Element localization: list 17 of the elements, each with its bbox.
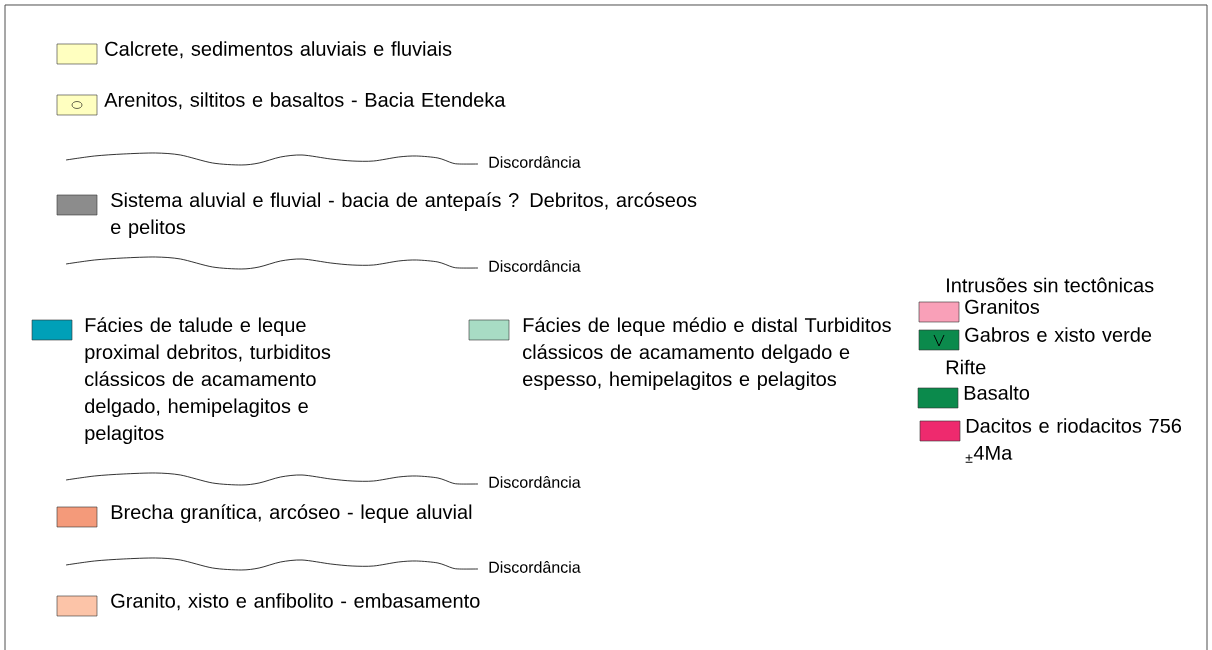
- group-heading: Intrusões sin tectônicas: [947, 277, 1154, 293]
- legend-text: Granito, xisto e anfibolito - embasamento: [111, 593, 480, 611]
- legend-text: Discordância: [489, 476, 581, 488]
- legend-text: Calcrete, sedimentos aluviais e fluviais: [105, 41, 452, 59]
- legend-text: Discordância: [489, 260, 581, 272]
- legend-text: Fácies de leque médio e distal Turbiditos clássicos de acamamento delgado e espesso, hemipelagitos e pelagitos: [523, 317, 891, 391]
- legend-text: Fácies de talude e leque proximal debritos, turbiditos clássicos de acamamento delgado, hemipelagitos e pelagitos: [85, 317, 331, 445]
- legend-text: Gabros e xisto verde: [965, 327, 1152, 342]
- legend-text: Brecha granítica, arcóseo - leque aluvial: [111, 504, 472, 524]
- legend-text: Dacitos e riodacitos 756 $_{±}$4Ma: [965, 418, 1182, 463]
- legend-text: Basalto: [964, 385, 1030, 400]
- group-heading: Rifte: [946, 359, 986, 375]
- legend-text: Sistema aluvial e fluvial - bacia de antepaís ? Debritos, arcóseos e pelitos: [111, 192, 697, 239]
- legend-text: Discordância: [489, 156, 581, 168]
- legend-text: Arenitos, siltitos e basaltos - Bacia Etendeka: [104, 92, 506, 110]
- legend-text: Discordância: [489, 561, 581, 573]
- legend-text: Granitos: [965, 299, 1040, 314]
